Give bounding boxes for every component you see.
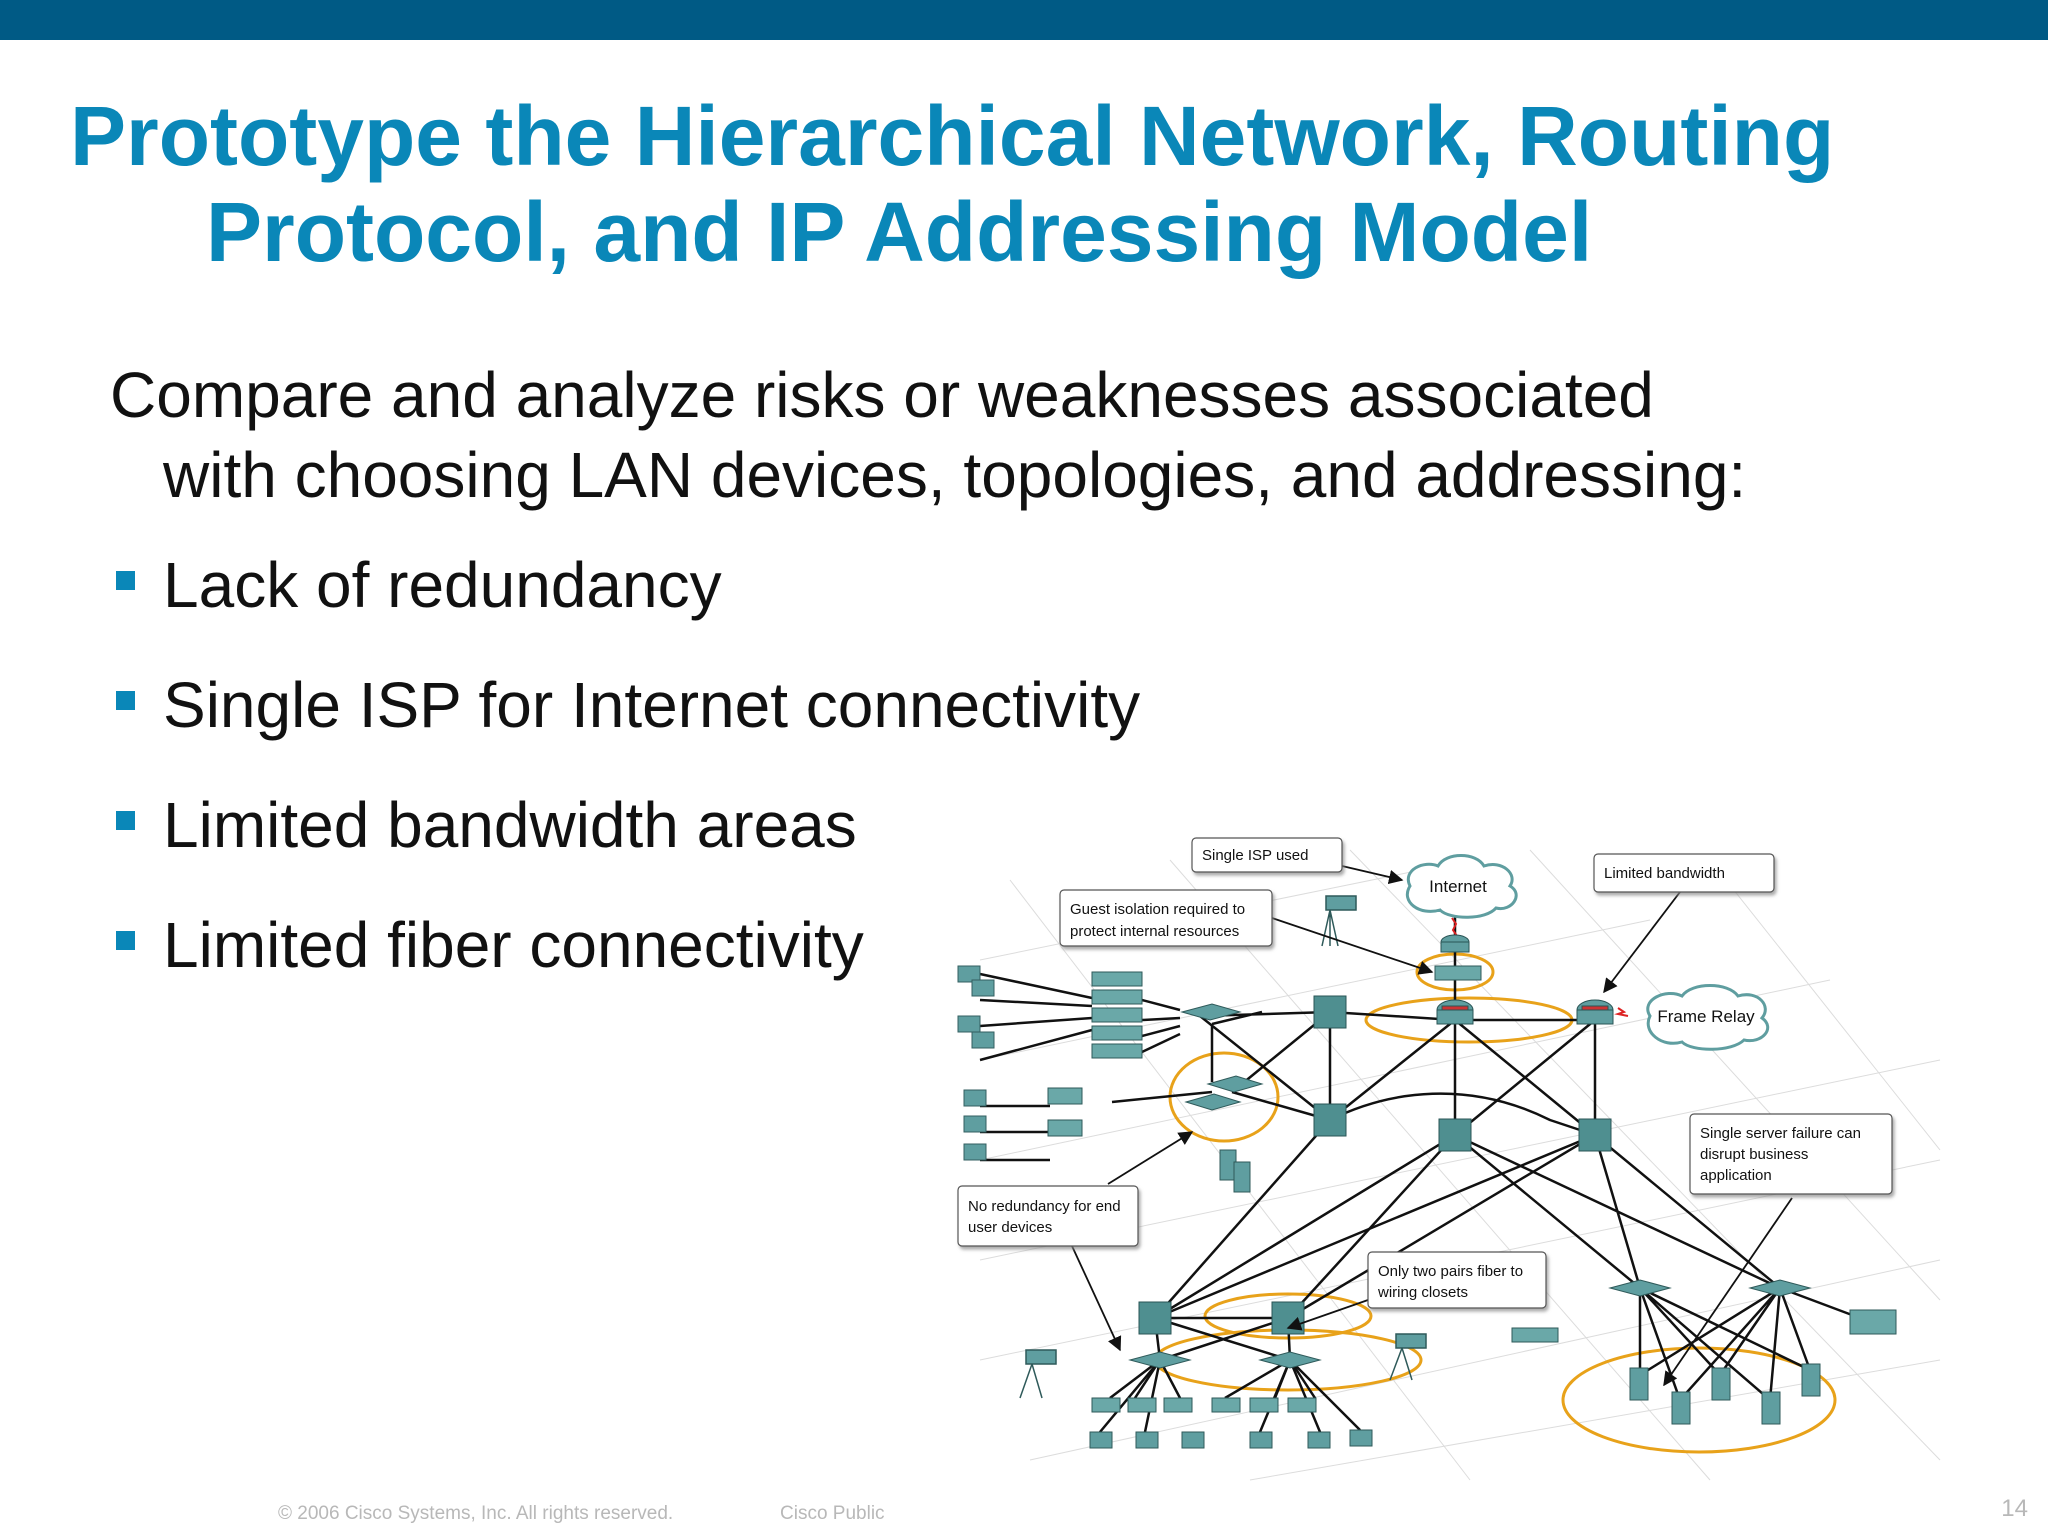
frame-relay-label: Frame Relay <box>1657 1007 1755 1026</box>
slide-title: Prototype the Hierarchical Network, Rout… <box>70 88 2020 280</box>
internet-cloud: Internet <box>1405 854 1518 919</box>
bullet-item: Single ISP for Internet connectivity <box>110 665 1140 785</box>
modem-stack-icon <box>1091 971 1143 1059</box>
router-icon <box>1436 934 1614 1025</box>
bullet-square-icon <box>116 931 135 950</box>
devices <box>957 895 1897 1449</box>
svg-text:application: application <box>1700 1167 1772 1184</box>
pc-row-icon <box>1089 1429 1373 1449</box>
bullet-square-icon <box>116 811 135 830</box>
svg-text:Single server failure can: Single server failure can <box>1700 1125 1861 1142</box>
callout-guest-isolation: Guest isolation required to protect inte… <box>1059 889 1273 947</box>
title-line-1: Prototype the Hierarchical Network, Rout… <box>70 89 1835 183</box>
bullet-item: Limited fiber connectivity <box>110 905 1140 1025</box>
intro-line-2: with choosing LAN devices, topologies, a… <box>163 439 1747 511</box>
firewall-icon <box>1434 965 1559 1343</box>
svg-text:Guest isolation required to: Guest isolation required to <box>1070 901 1245 918</box>
bullet-text: Lack of redundancy <box>163 549 722 621</box>
network-diagram: Internet Frame Relay Single ISP used Gue… <box>957 837 1941 1481</box>
bullet-item: Lack of redundancy <box>110 545 1140 665</box>
callout-limited-bandwidth: Limited bandwidth <box>1593 853 1775 893</box>
svg-text:user devices: user devices <box>968 1219 1052 1236</box>
intro-text: Compare and analyze risks or weaknesses … <box>110 355 2010 515</box>
bullet-list: Lack of redundancy Single ISP for Intern… <box>110 545 1140 1025</box>
title-line-2: Protocol, and IP Addressing Model <box>206 185 1593 279</box>
network-links <box>979 900 1861 1433</box>
svg-text:Single ISP used: Single ISP used <box>1202 847 1308 864</box>
bullet-square-icon <box>116 571 135 590</box>
callout-server-failure: Single server failure can disrupt busine… <box>1689 1113 1893 1195</box>
gateway-icon <box>1849 1309 1897 1335</box>
copyright-text: © 2006 Cisco Systems, Inc. All rights re… <box>278 1503 674 1524</box>
intro-line-1: Compare and analyze risks or weaknesses … <box>110 359 1654 431</box>
frame-relay-cloud: Frame Relay <box>1646 984 1770 1051</box>
svg-text:No redundancy for end: No redundancy for end <box>968 1198 1121 1215</box>
svg-text:wiring closets: wiring closets <box>1377 1284 1468 1301</box>
svg-text:Only two pairs fiber to: Only two pairs fiber to <box>1378 1263 1523 1280</box>
svg-text:disrupt business: disrupt business <box>1700 1146 1808 1163</box>
internet-label: Internet <box>1429 877 1487 896</box>
multilayer-switch-icon <box>1138 995 1612 1335</box>
camera-icon <box>1019 895 1427 1399</box>
callout-single-isp: Single ISP used <box>1191 837 1343 873</box>
callout-fiber-pairs: Only two pairs fiber to wiring closets <box>1367 1251 1547 1309</box>
serial-links <box>1451 917 1629 1017</box>
server-farm-icon <box>1629 1363 1821 1425</box>
callout-arrows <box>1071 865 1793 1387</box>
ip-phone-icon <box>1047 1087 1083 1137</box>
classification-text: Cisco Public <box>780 1503 885 1524</box>
pc-icon <box>957 965 995 1161</box>
switch-icon <box>1128 1003 1812 1369</box>
page-number: 14 <box>2001 1495 2028 1522</box>
svg-text:Limited bandwidth: Limited bandwidth <box>1604 865 1725 882</box>
phone-row-icon <box>1091 1397 1317 1413</box>
svg-text:protect internal resources: protect internal resources <box>1070 923 1239 940</box>
callout-no-redundancy: No redundancy for end user devices <box>957 1185 1139 1247</box>
header-bar <box>0 0 2048 40</box>
server-icon <box>1219 1149 1251 1193</box>
bullet-item: Limited bandwidth areas <box>110 785 1140 905</box>
bullet-text: Single ISP for Internet connectivity <box>163 669 1141 741</box>
bullet-text: Limited bandwidth areas <box>163 789 857 861</box>
bullet-text: Limited fiber connectivity <box>163 909 864 981</box>
bullet-square-icon <box>116 691 135 710</box>
